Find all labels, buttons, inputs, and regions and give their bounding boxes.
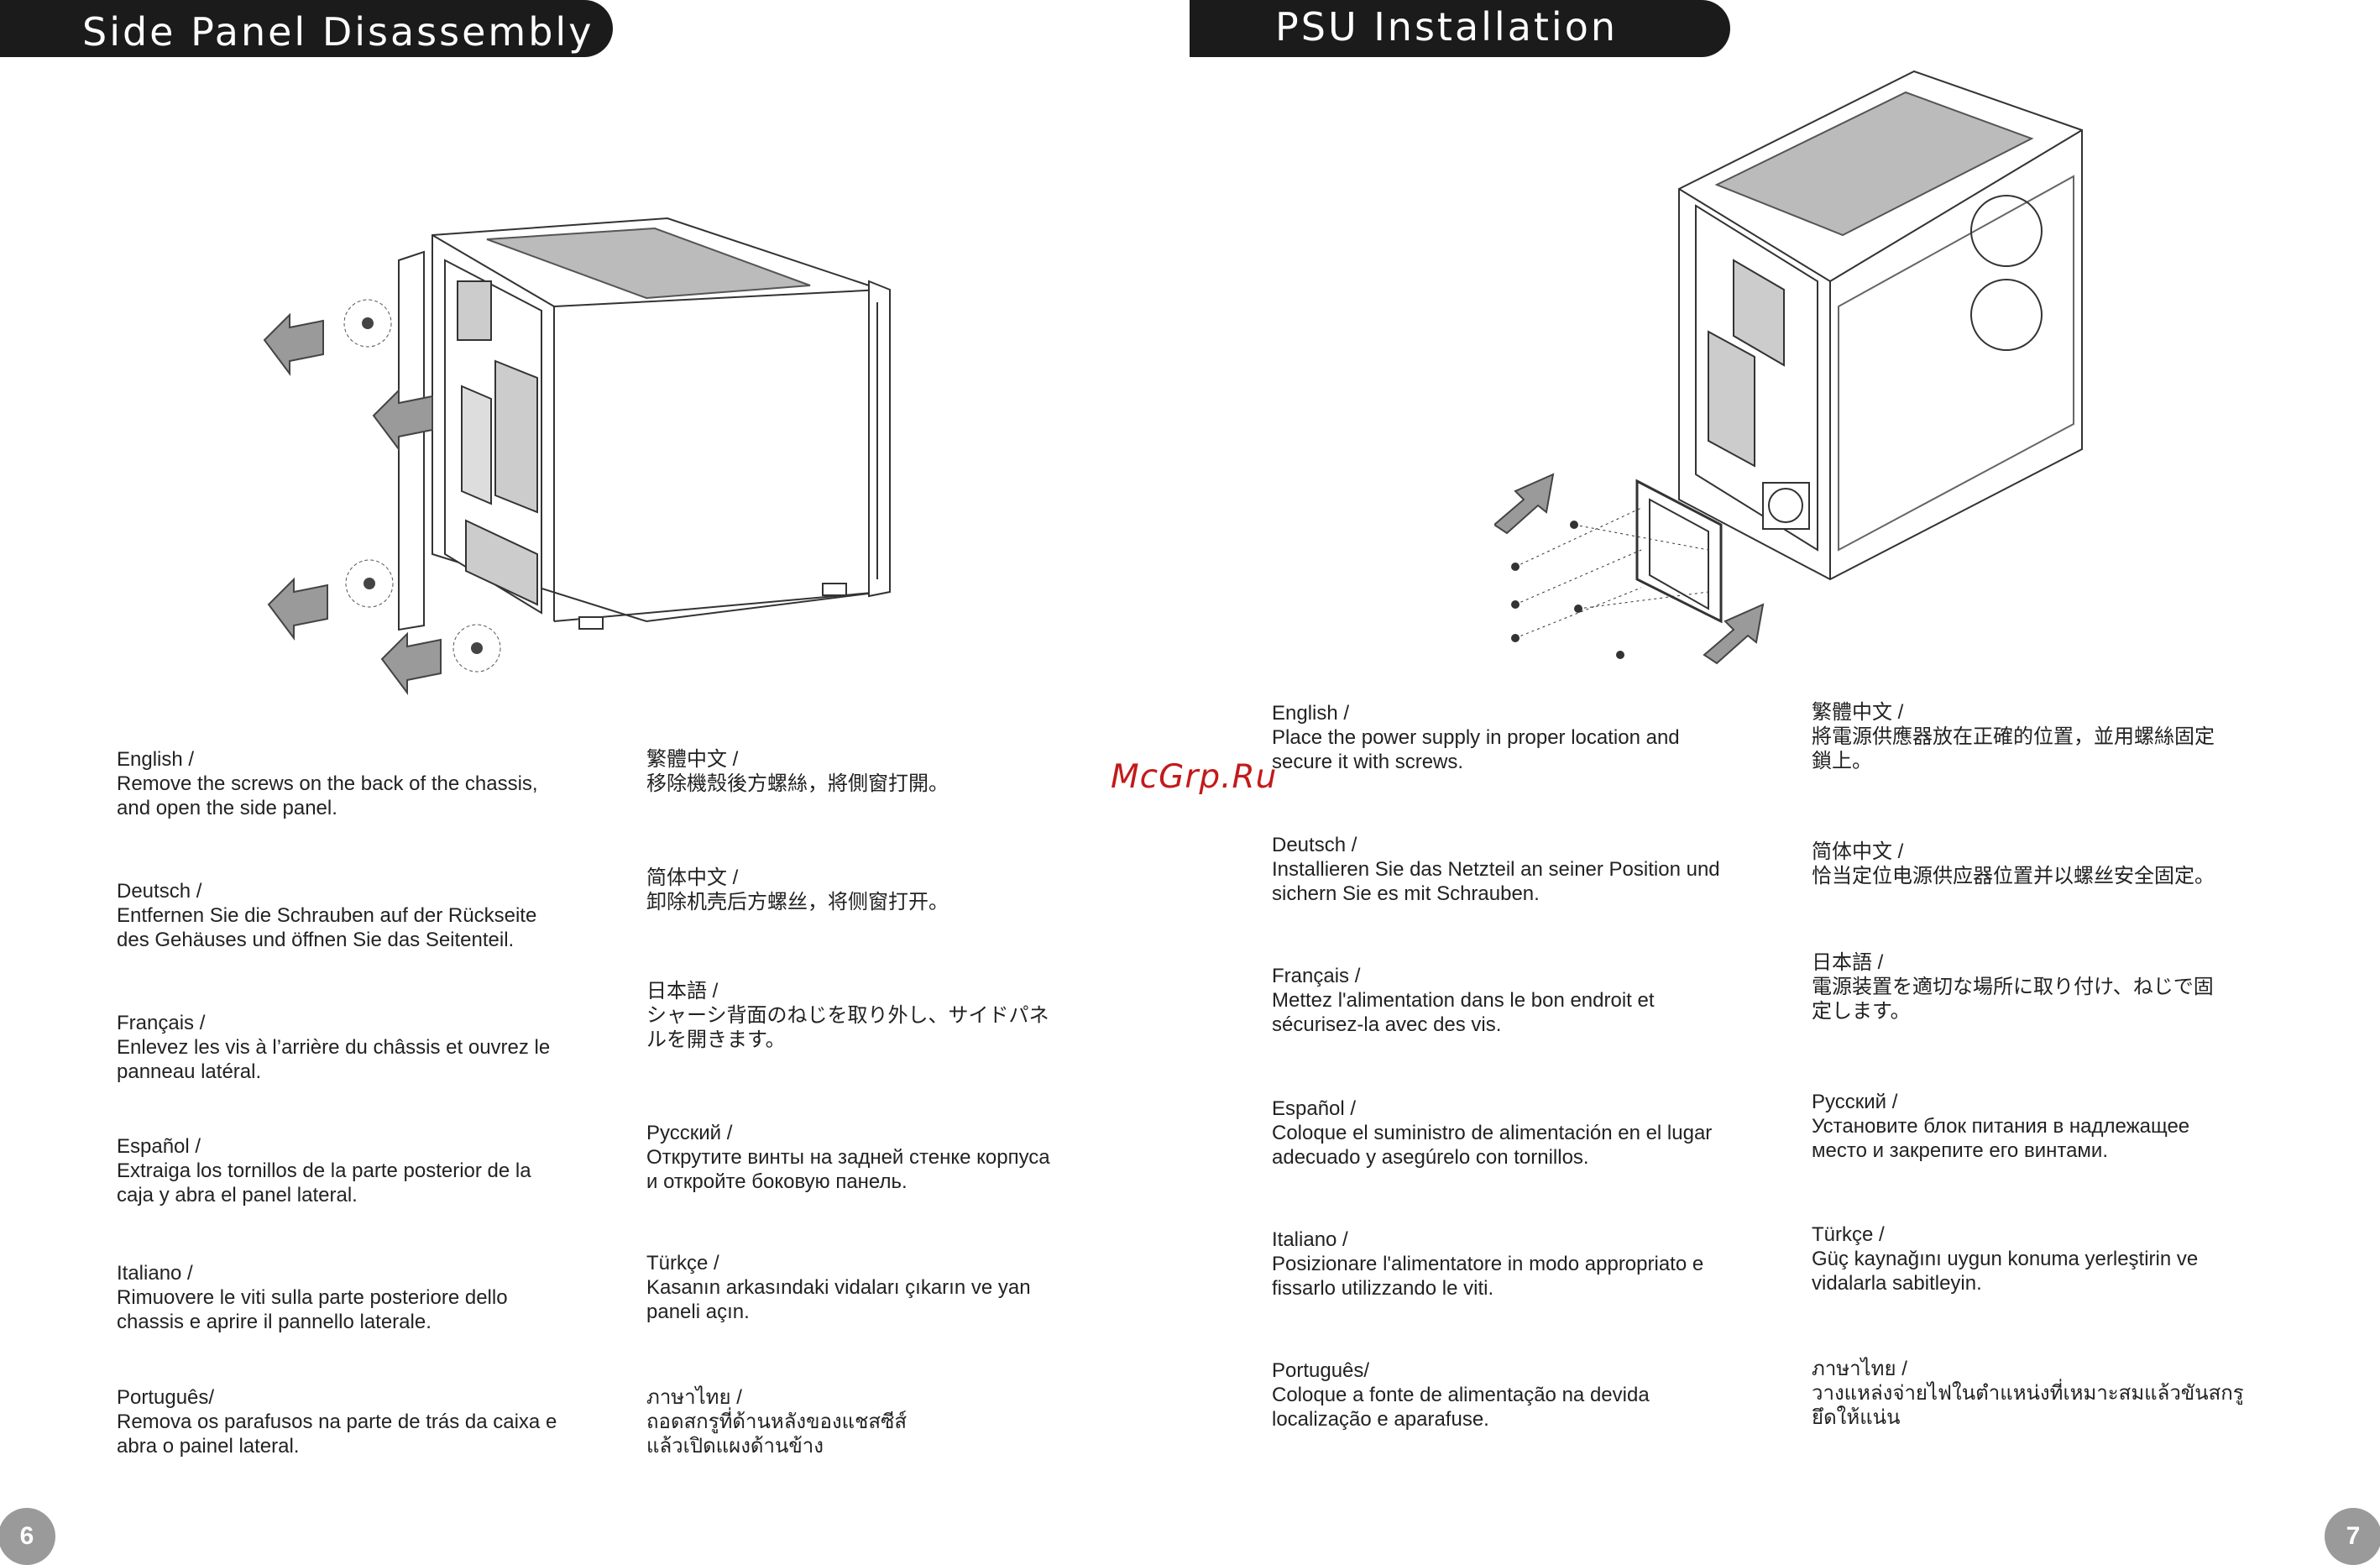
instruction-turkish: Türkçe / Kasanın arkasındaki vidaları çı… <box>646 1251 1083 1324</box>
instruction-english: English / Remove the screws on the back … <box>117 747 587 820</box>
language-label: Español / <box>117 1135 201 1158</box>
instruction-thai: ภาษาไทย / วางแหล่งจ่ายไฟในตำแหน่งที่เหมา… <box>1812 1357 2282 1430</box>
arrow-icon <box>263 312 442 695</box>
language-label: Français / <box>1272 965 1361 987</box>
instruction-text: วางแหล่งจ่ายไฟในตำแหน่งที่เหมาะสมแล้วขัน… <box>1812 1382 2244 1429</box>
instruction-text: Coloque a fonte de alimentação na devida… <box>1272 1384 1650 1431</box>
language-label: Português/ <box>117 1386 215 1409</box>
language-label: Русский / <box>646 1122 733 1144</box>
instruction-japanese: 日本語 / シャーシ背面のねじを取り外し、サイドパネ ルを開きます。 <box>646 979 1083 1052</box>
language-label: Italiano / <box>117 1262 193 1285</box>
instruction-japanese: 日本語 / 電源装置を適切な場所に取り付け、ねじで固 定します。 <box>1812 950 2282 1023</box>
instruction-text: Rimuovere le viti sulla parte posteriore… <box>117 1286 508 1333</box>
instruction-russian: Русский / Открутите винты на задней стен… <box>646 1121 1083 1194</box>
instruction-text: 卸除机壳后方螺丝，将侧窗打开。 <box>646 891 949 913</box>
instruction-text: 移除機殼後方螺絲，將側窗打開。 <box>646 772 949 795</box>
instruction-traditional-chinese: 繁體中文 / 將電源供應器放在正確的位置，並用螺絲固定 鎖上。 <box>1812 700 2282 773</box>
language-label: 日本語 / <box>646 980 719 1002</box>
instruction-text: Установите блок питания в надлежащее мес… <box>1812 1115 2190 1162</box>
language-label: Italiano / <box>1272 1228 1348 1251</box>
instruction-text: Coloque el suministro de alimentación en… <box>1272 1122 1713 1169</box>
instruction-text: シャーシ背面のねじを取り外し、サイドパネ ルを開きます。 <box>646 1004 1049 1051</box>
page-number: 7 <box>2325 1508 2380 1565</box>
language-label: 日本語 / <box>1812 951 1884 974</box>
instruction-text: ถอดสกรูที่ด้านหลังของแชสซีส์ แล้วเปิดแผง… <box>646 1411 908 1458</box>
screw-icon <box>1511 521 1624 659</box>
instruction-text: Place the power supply in proper locatio… <box>1272 726 1680 773</box>
instruction-text: 恰当定位电源供应器位置并以螺丝安全固定。 <box>1812 865 2215 887</box>
instruction-english: English / Place the power supply in prop… <box>1272 701 1742 774</box>
instruction-italian: Italiano / Posizionare l'alimentatore in… <box>1272 1227 1742 1301</box>
language-label: 繁體中文 / <box>1812 701 1904 724</box>
instruction-turkish: Türkçe / Güç kaynağını uygun konuma yerl… <box>1812 1222 2282 1295</box>
banner-title: PSU Installation <box>1275 4 1619 50</box>
instruction-text: Remova os parafusos na parte de trás da … <box>117 1411 557 1458</box>
instruction-spanish: Español / Coloque el suministro de alime… <box>1272 1097 1742 1170</box>
instruction-portuguese: Português/ Remova os parafusos na parte … <box>117 1385 587 1458</box>
instruction-italian: Italiano / Rimuovere le viti sulla parte… <box>117 1261 587 1334</box>
section-banner-psu: PSU Installation <box>1190 0 1730 57</box>
language-label: ภาษาไทย / <box>1812 1358 1907 1380</box>
instruction-text: Enlevez les vis à l’arrière du châssis e… <box>117 1036 551 1083</box>
instruction-simplified-chinese: 简体中文 / 卸除机壳后方螺丝，将侧窗打开。 <box>646 866 1083 914</box>
instruction-text: 電源装置を適切な場所に取り付け、ねじで固 定します。 <box>1812 976 2214 1023</box>
instruction-french: Français / Mettez l'alimentation dans le… <box>1272 964 1742 1037</box>
instruction-french: Français / Enlevez les vis à l’arrière d… <box>117 1011 587 1084</box>
psu-illustration <box>1494 70 2083 665</box>
language-label: 繁體中文 / <box>646 748 739 771</box>
watermark: McGrp.Ru <box>1111 758 1278 796</box>
instruction-text: Kasanın arkasındaki vidaları çıkarın ve … <box>646 1276 1031 1323</box>
language-label: ภาษาไทย / <box>646 1386 742 1409</box>
instruction-german: Deutsch / Installieren Sie das Netzteil … <box>1272 833 1742 906</box>
instruction-traditional-chinese: 繁體中文 / 移除機殼後方螺絲，將側窗打開。 <box>646 747 1083 796</box>
language-label: English / <box>117 748 195 771</box>
banner-title: Side Panel Disassembly <box>82 9 594 55</box>
instruction-thai: ภาษาไทย / ถอดสกรูที่ด้านหลังของแชสซีส์ แ… <box>646 1385 1083 1458</box>
language-label: 简体中文 / <box>646 866 739 889</box>
language-label: Türkçe / <box>646 1252 719 1275</box>
instruction-text: 將電源供應器放在正確的位置，並用螺絲固定 鎖上。 <box>1812 725 2215 772</box>
instruction-text: Mettez l'alimentation dans le bon endroi… <box>1272 989 1655 1036</box>
arrow-icon <box>1494 473 1765 665</box>
instruction-portuguese: Português/ Coloque a fonte de alimentaçã… <box>1272 1358 1742 1432</box>
section-banner-side-panel: Side Panel Disassembly <box>0 0 613 57</box>
language-label: 简体中文 / <box>1812 840 1904 863</box>
instruction-text: Entfernen Sie die Schrauben auf der Rück… <box>117 904 537 951</box>
language-label: Deutsch / <box>1272 834 1357 856</box>
page-number: 6 <box>0 1508 55 1565</box>
instruction-text: Posizionare l'alimentatore in modo appro… <box>1272 1253 1704 1300</box>
language-label: Deutsch / <box>117 880 202 903</box>
language-label: English / <box>1272 702 1350 725</box>
chassis-illustration <box>263 217 891 695</box>
language-label: Español / <box>1272 1097 1357 1120</box>
language-label: Русский / <box>1812 1091 1898 1113</box>
language-label: Português/ <box>1272 1359 1370 1382</box>
language-label: Français / <box>117 1012 206 1034</box>
instruction-text: Extraiga los tornillos de la parte poste… <box>117 1159 531 1206</box>
instruction-german: Deutsch / Entfernen Sie die Schrauben au… <box>117 879 587 952</box>
instruction-simplified-chinese: 简体中文 / 恰当定位电源供应器位置并以螺丝安全固定。 <box>1812 840 2282 888</box>
language-label: Türkçe / <box>1812 1223 1885 1246</box>
instruction-russian: Русский / Установите блок питания в надл… <box>1812 1090 2282 1163</box>
instruction-text: Открутите винты на задней стенке корпуса… <box>646 1146 1050 1193</box>
instruction-spanish: Español / Extraiga los tornillos de la p… <box>117 1134 587 1207</box>
instruction-text: Installieren Sie das Netzteil an seiner … <box>1272 858 1720 905</box>
instruction-text: Güç kaynağını uygun konuma yerleştirin v… <box>1812 1248 2199 1295</box>
instruction-text: Remove the screws on the back of the cha… <box>117 772 538 819</box>
